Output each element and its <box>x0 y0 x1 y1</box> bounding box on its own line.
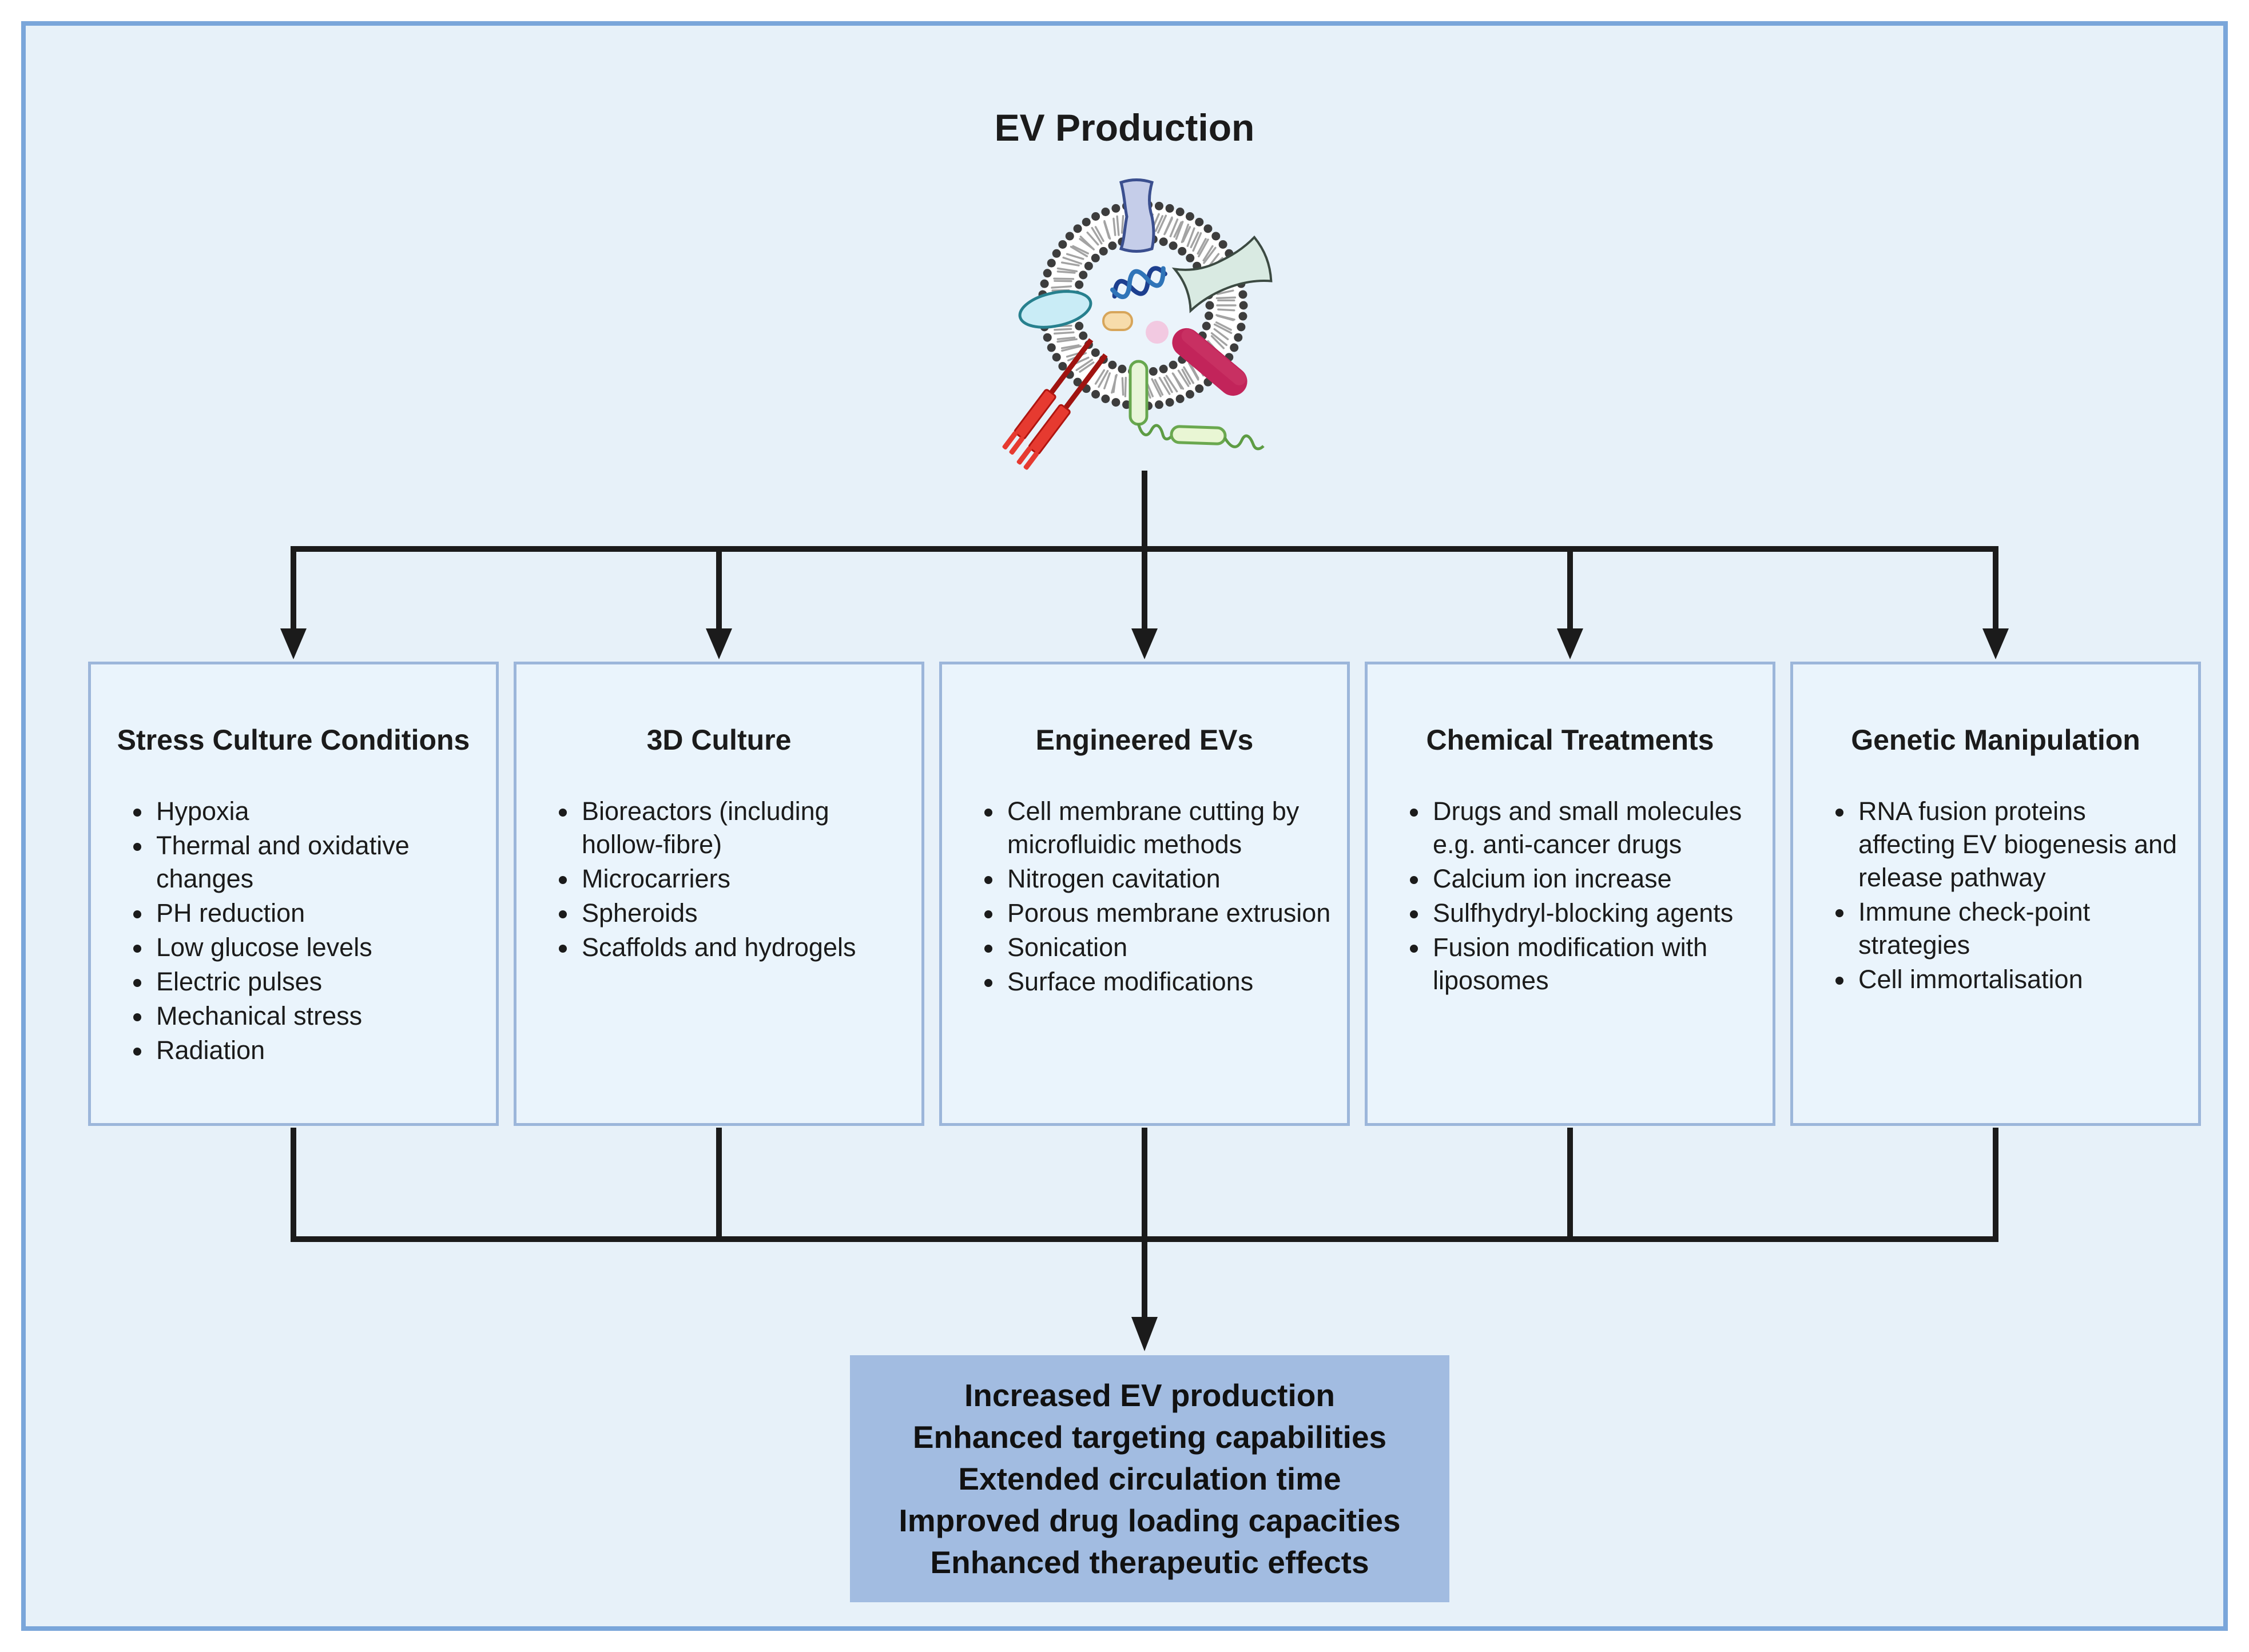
box-genetic-manipulation: Genetic Manipulation RNA fusion proteins… <box>1790 662 2201 1126</box>
box-chemical-treatments: Chemical Treatments Drugs and small mole… <box>1365 662 1775 1126</box>
list-item: Low glucose levels <box>153 931 481 964</box>
antibody-receptor-icon <box>1002 338 1108 470</box>
bullet-list: RNA fusion proteins affecting EV biogene… <box>1793 795 2198 996</box>
outcome-line: Improved drug loading capacities <box>899 1502 1401 1538</box>
cargo-vesicle-icon <box>1146 321 1169 344</box>
list-item: PH reduction <box>153 897 481 930</box>
transmembrane-protein-icon <box>1171 235 1273 313</box>
list-item: Surface modifications <box>1004 965 1332 998</box>
bullet-list: Drugs and small molecules e.g. anti-canc… <box>1368 795 1773 997</box>
list-item: Sulfhydryl-blocking agents <box>1429 897 1758 930</box>
extracellular-vesicle-icon <box>1002 178 1273 470</box>
box-title: Stress Culture Conditions <box>117 724 470 756</box>
list-item: Sonication <box>1004 931 1332 964</box>
list-item: RNA fusion proteins affecting EV biogene… <box>1855 795 2183 894</box>
bullet-list: Bioreactors (including hollow-fibre) Mic… <box>516 795 921 964</box>
rna-helix-icon <box>1110 266 1167 300</box>
list-item: Scaffolds and hydrogels <box>578 931 907 964</box>
list-item: Calcium ion increase <box>1429 862 1758 895</box>
bullet-list: Hypoxia Thermal and oxidative changes PH… <box>91 795 496 1067</box>
list-item: Cell immortalisation <box>1855 963 2183 996</box>
outcome-line: Enhanced therapeutic effects <box>930 1544 1369 1580</box>
box-title: Genetic Manipulation <box>1851 724 2140 756</box>
figure-frame: EV Production <box>21 21 2228 1631</box>
list-item: Immune check-point strategies <box>1855 895 2183 962</box>
box-title: 3D Culture <box>646 724 792 756</box>
list-item: Electric pulses <box>153 965 481 998</box>
outcome-box: Increased EV production Enhanced targeti… <box>850 1355 1449 1602</box>
channel-protein-icon <box>1119 178 1155 253</box>
list-item: Porous membrane extrusion <box>1004 897 1332 930</box>
list-item: Fusion modification with liposomes <box>1429 931 1758 997</box>
list-item: Hypoxia <box>153 795 481 828</box>
list-item: Radiation <box>153 1034 481 1067</box>
anchored-protein-icon <box>1129 360 1265 451</box>
list-item: Drugs and small molecules e.g. anti-canc… <box>1429 795 1758 861</box>
rod-protein-icon <box>1172 328 1247 396</box>
list-item: Bioreactors (including hollow-fibre) <box>578 795 907 861</box>
box-3d-culture: 3D Culture Bioreactors (including hollow… <box>514 662 924 1126</box>
list-item: Spheroids <box>578 897 907 930</box>
outcome-line: Increased EV production <box>964 1377 1335 1413</box>
box-stress-culture-conditions: Stress Culture Conditions Hypoxia Therma… <box>88 662 499 1126</box>
page-title: EV Production <box>994 106 1255 149</box>
list-item: Mechanical stress <box>153 1000 481 1033</box>
list-item: Cell membrane cutting by microfluidic me… <box>1004 795 1332 861</box>
cargo-molecule-icon <box>1102 311 1133 331</box>
box-title: Chemical Treatments <box>1426 724 1714 756</box>
outcome-line: Extended circulation time <box>958 1460 1341 1496</box>
outcome-line: Enhanced targeting capabilities <box>912 1419 1387 1455</box>
surface-protein-icon <box>1018 290 1092 329</box>
box-engineered-evs: Engineered EVs Cell membrane cutting by … <box>939 662 1350 1126</box>
bullet-list: Cell membrane cutting by microfluidic me… <box>942 795 1347 998</box>
list-item: Microcarriers <box>578 862 907 895</box>
box-title: Engineered EVs <box>1035 724 1254 756</box>
list-item: Thermal and oxidative changes <box>153 829 481 895</box>
list-item: Nitrogen cavitation <box>1004 862 1332 895</box>
